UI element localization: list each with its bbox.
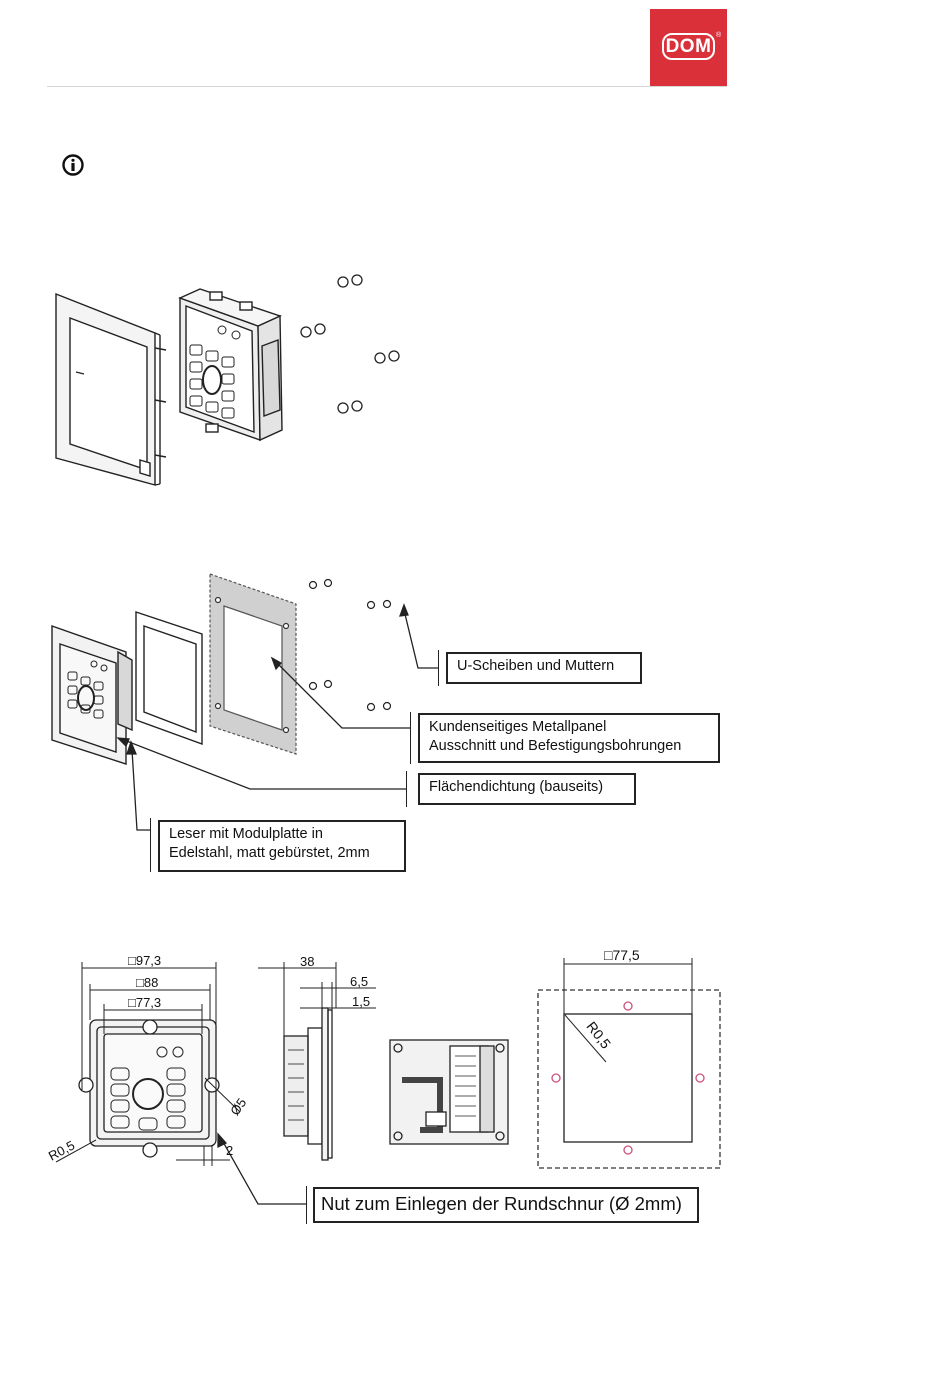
label-metal-panel-line1: Kundenseitiges Metallpanel [429, 718, 709, 737]
callout-bar [438, 650, 439, 686]
mounting-frame [56, 294, 166, 485]
front-view-drawing [79, 1020, 219, 1157]
callout-bar [410, 712, 411, 764]
label-groove: Nut zum Einlegen der Rundschnur (Ø 2mm) [313, 1187, 699, 1223]
callout-bar [406, 771, 407, 807]
dim-groove-width: 2 [226, 1144, 233, 1158]
dim-front-outer: □97,3 [128, 954, 161, 968]
label-reader-line1: Leser mit Modulplatte in [169, 825, 395, 844]
dim-front-mid: □88 [136, 976, 158, 990]
dim-side-depth: 38 [300, 955, 314, 969]
nuts-and-washers-2 [310, 580, 391, 711]
label-groove-text: Nut zum Einlegen der Rundschnur (Ø 2mm) [321, 1193, 682, 1214]
reader-module [180, 289, 282, 440]
label-reader-line2: Edelstahl, matt gebürstet, 2mm [169, 844, 395, 863]
label-metal-panel-line2: Ausschnitt und Befestigungsbohrungen [429, 737, 709, 756]
dim-side-6-5: 6,5 [350, 975, 368, 989]
surface-gasket [136, 612, 202, 744]
label-washers-nuts: U-Scheiben und Muttern [446, 652, 642, 684]
nuts-and-washers [301, 275, 399, 413]
customer-metal-panel [210, 574, 296, 754]
reader-front-plate [52, 626, 132, 764]
label-gasket-text: Flächendichtung (bauseits) [429, 779, 603, 795]
label-reader: Leser mit Modulplatte in Edelstahl, matt… [158, 820, 406, 872]
callout-bar [150, 818, 151, 872]
dim-cutout-size: □77,5 [604, 948, 640, 962]
rear-view-drawing [390, 1040, 508, 1144]
label-washers-nuts-text: U-Scheiben und Muttern [457, 658, 614, 674]
cutout-drawing [538, 958, 720, 1168]
label-metal-panel: Kundenseitiges Metallpanel Ausschnitt un… [418, 713, 720, 763]
side-view-drawing [284, 1008, 332, 1160]
callout-bar [306, 1186, 307, 1224]
dim-side-1-5: 1,5 [352, 995, 370, 1009]
label-gasket: Flächendichtung (bauseits) [418, 773, 636, 805]
dim-front-inner: □77,3 [128, 996, 161, 1010]
